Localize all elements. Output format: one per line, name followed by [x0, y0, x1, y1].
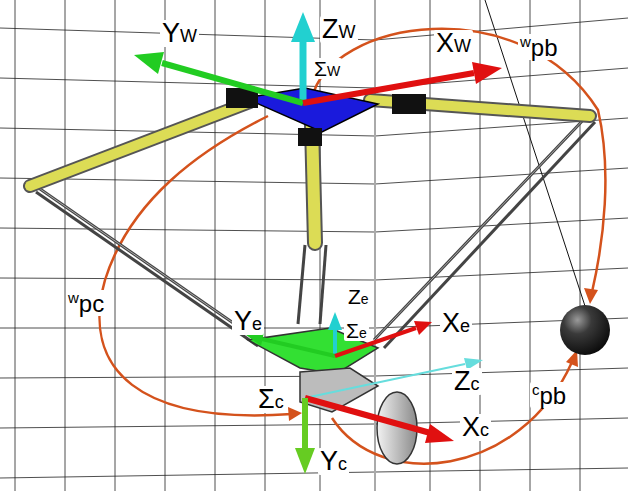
frame-axis-label: ΣW	[312, 58, 342, 79]
frame-axis-label: XW	[434, 30, 473, 57]
frame-axis-label: Ze	[346, 286, 371, 307]
motor	[298, 128, 322, 146]
frame-axis-label: Xc	[460, 414, 491, 441]
vector-label: wpb	[518, 34, 560, 60]
frame-axis-label: ZW	[320, 16, 358, 43]
frame-axis-label: Yc	[318, 448, 349, 475]
frame-axis-label: Σe	[344, 320, 369, 341]
frame-axis-label: Σc	[256, 386, 286, 413]
effector-frame	[246, 312, 432, 356]
frame-axis-label: Zc	[452, 368, 482, 395]
frame-axis-label: Xe	[440, 310, 472, 337]
world-frame	[134, 12, 502, 103]
camera-frame	[295, 358, 483, 474]
position-vectors	[100, 29, 606, 464]
ball-string	[485, 0, 585, 306]
target-ball	[560, 305, 610, 355]
motor	[392, 94, 426, 114]
frame-axis-label: YW	[160, 20, 199, 47]
frame-axis-label: Ye	[232, 308, 264, 335]
vector-label: wpc	[66, 290, 106, 316]
vector-heads	[288, 288, 598, 421]
vector-label: cpb	[530, 382, 568, 408]
